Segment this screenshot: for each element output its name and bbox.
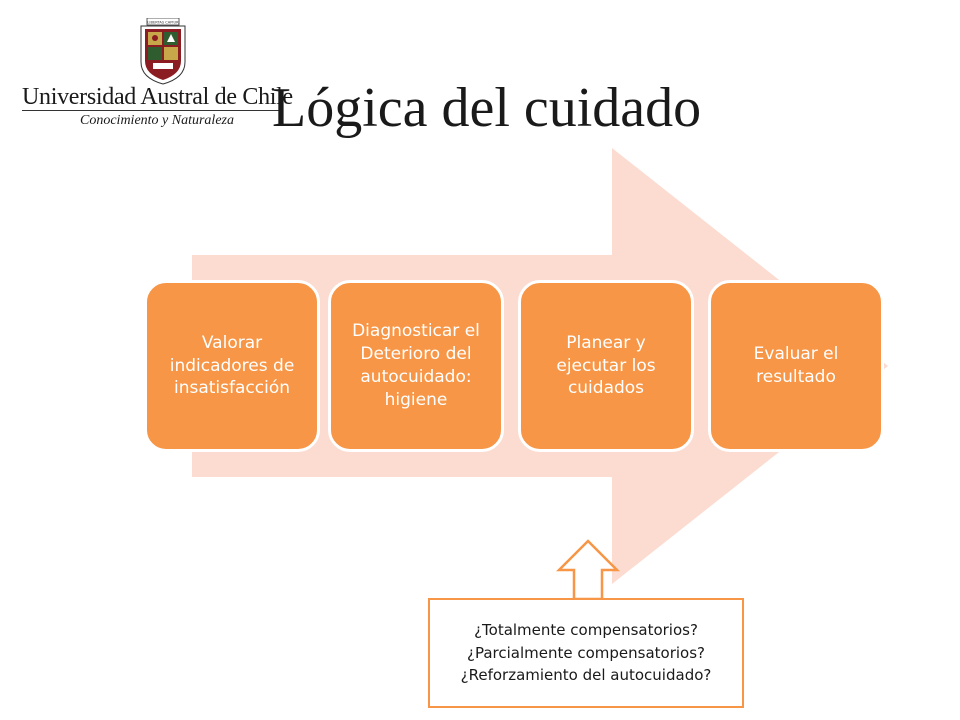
university-crest-icon: LIBERTAS CAPIUR xyxy=(140,18,186,85)
step-3-label: Planear y ejecutar los cuidados xyxy=(556,332,656,399)
crest-motto: LIBERTAS CAPIUR xyxy=(147,21,179,25)
step-1-label: Valorar indicadores de insatisfacción xyxy=(169,332,295,399)
up-arrow-icon xyxy=(556,539,620,600)
question-reinforcement: ¿Reforzamiento del autocuidado? xyxy=(460,666,712,685)
university-tagline: Conocimiento y Naturaleza xyxy=(80,113,234,128)
process-step-4: Evaluar el resultado xyxy=(708,280,884,452)
university-logo: LIBERTAS CAPIUR Universidad Austral de C… xyxy=(22,18,293,130)
process-step-2: Diagnosticar el Deterioro del autocuidad… xyxy=(328,280,504,452)
question-total: ¿Totalmente compensatorios? xyxy=(474,621,698,640)
questions-callout: ¿Totalmente compensatorios? ¿Parcialment… xyxy=(428,598,744,708)
process-step-1: Valorar indicadores de insatisfacción xyxy=(144,280,320,452)
step-4-label: Evaluar el resultado xyxy=(753,344,839,387)
logo-divider xyxy=(22,110,280,111)
slide-title: Lógica del cuidado xyxy=(272,77,702,139)
process-step-3: Planear y ejecutar los cuidados xyxy=(518,280,694,452)
question-partial: ¿Parcialmente compensatorios? xyxy=(466,643,705,662)
step-2-label: Diagnosticar el Deterioro del autocuidad… xyxy=(352,321,480,410)
university-name: Universidad Austral de Chile xyxy=(22,84,293,110)
